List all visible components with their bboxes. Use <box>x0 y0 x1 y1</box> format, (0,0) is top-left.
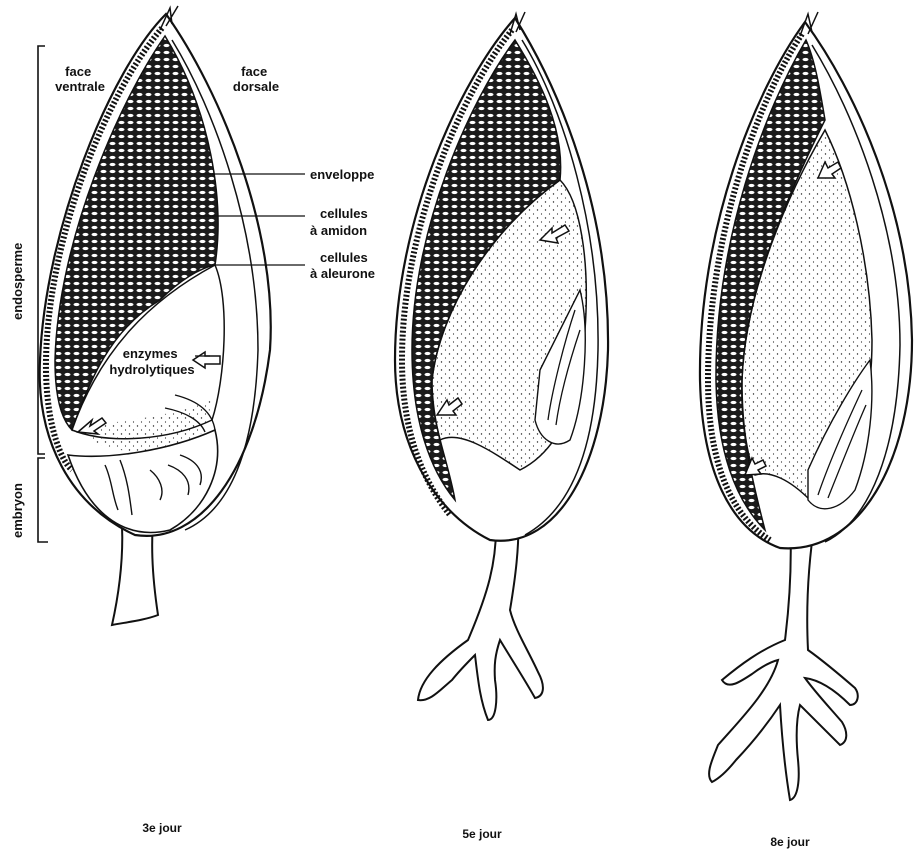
caption-day8: 8e jour <box>770 835 810 849</box>
enveloppe-label: enveloppe <box>310 167 374 182</box>
cellules-amidon-label: cellules à amidon <box>310 206 371 238</box>
roots-day8 <box>709 520 858 800</box>
endosperm-label: endosperme <box>10 243 25 320</box>
caption-day5: 5e jour <box>462 827 502 841</box>
seed-day3 <box>40 6 271 625</box>
face-dorsale-label: face dorsale <box>233 64 279 94</box>
seed-day8 <box>700 12 912 800</box>
caption-day3: 3e jour <box>142 821 182 835</box>
roots-day5 <box>418 510 543 720</box>
embryo-label: embryon <box>10 483 25 538</box>
embryo-bracket <box>38 458 48 542</box>
face-ventrale-label: face ventrale <box>55 64 105 94</box>
seed-day5 <box>395 12 608 720</box>
cellules-aleurone-label: cellules à aleurone <box>310 250 375 281</box>
